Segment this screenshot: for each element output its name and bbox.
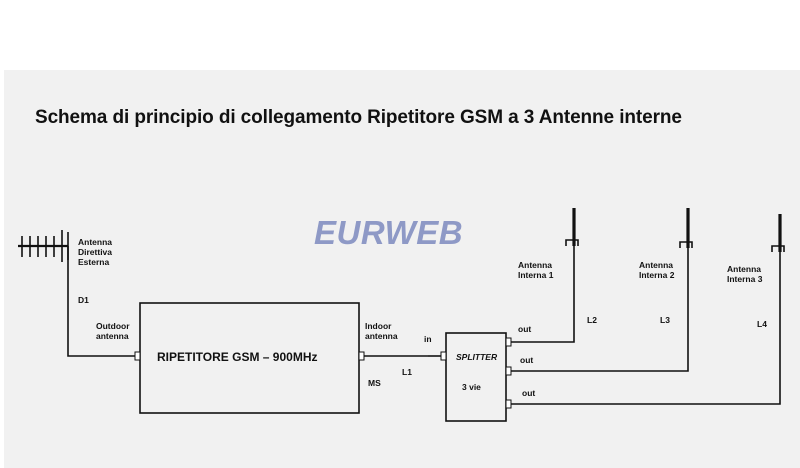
splitter-name: SPLITTER: [456, 352, 498, 362]
splitter-out2-port: [505, 366, 512, 376]
outdoor-antenna-label-1: Outdoor: [96, 321, 130, 331]
external-antenna-label-2: Direttiva: [78, 247, 112, 257]
splitter-box: [445, 332, 507, 422]
cable-l4-label: L4: [757, 319, 767, 329]
splitter-out3-port: [505, 399, 512, 409]
cable-d1-label: D1: [78, 295, 89, 305]
splitter-in-port: [440, 351, 447, 361]
diagram-sheet: [4, 70, 800, 468]
cable-l3-label: L3: [660, 315, 670, 325]
repeater-name: RIPETITORE GSM – 900MHz: [157, 350, 317, 364]
splitter-out1-port: [505, 337, 512, 347]
internal-antenna-2-label-1: Antenna: [639, 260, 673, 270]
cable-d1: [67, 246, 136, 357]
external-antenna-label-1: Antenna: [78, 237, 112, 247]
cable-l3: [511, 248, 689, 372]
internal-antenna-2-label-2: Interna 2: [639, 270, 675, 280]
indoor-port: [358, 351, 365, 361]
internal-antenna-3-icon: [771, 214, 785, 252]
diagram-title: Schema di principio di collegamento Ripe…: [35, 107, 682, 128]
cable-l2: [511, 246, 575, 343]
indoor-antenna-label-2: antenna: [365, 331, 398, 341]
splitter-out1-label: out: [518, 324, 531, 334]
splitter-out2-label: out: [520, 355, 533, 365]
cable-l4: [511, 252, 781, 405]
ms-label: MS: [368, 378, 381, 388]
internal-antenna-1-label-2: Interna 1: [518, 270, 554, 280]
splitter-out3-label: out: [522, 388, 535, 398]
external-directional-antenna-icon: [18, 230, 69, 262]
cable-l1-label: L1: [402, 367, 412, 377]
internal-antenna-2-icon: [679, 208, 693, 248]
splitter-in-label: in: [424, 334, 432, 344]
splitter-ways: 3 vie: [462, 382, 481, 392]
internal-antenna-3-label-1: Antenna: [727, 264, 761, 274]
internal-antenna-1-label-1: Antenna: [518, 260, 552, 270]
internal-antenna-1-icon: [565, 208, 579, 246]
repeater-box: [139, 302, 360, 414]
outdoor-antenna-label-2: antenna: [96, 331, 129, 341]
indoor-antenna-label-1: Indoor: [365, 321, 392, 331]
watermark: EURWEB: [314, 214, 464, 251]
cable-l2-label: L2: [587, 315, 597, 325]
internal-antenna-3-label-2: Interna 3: [727, 274, 763, 284]
outdoor-port: [134, 351, 141, 361]
external-antenna-label-3: Esterna: [78, 257, 109, 267]
